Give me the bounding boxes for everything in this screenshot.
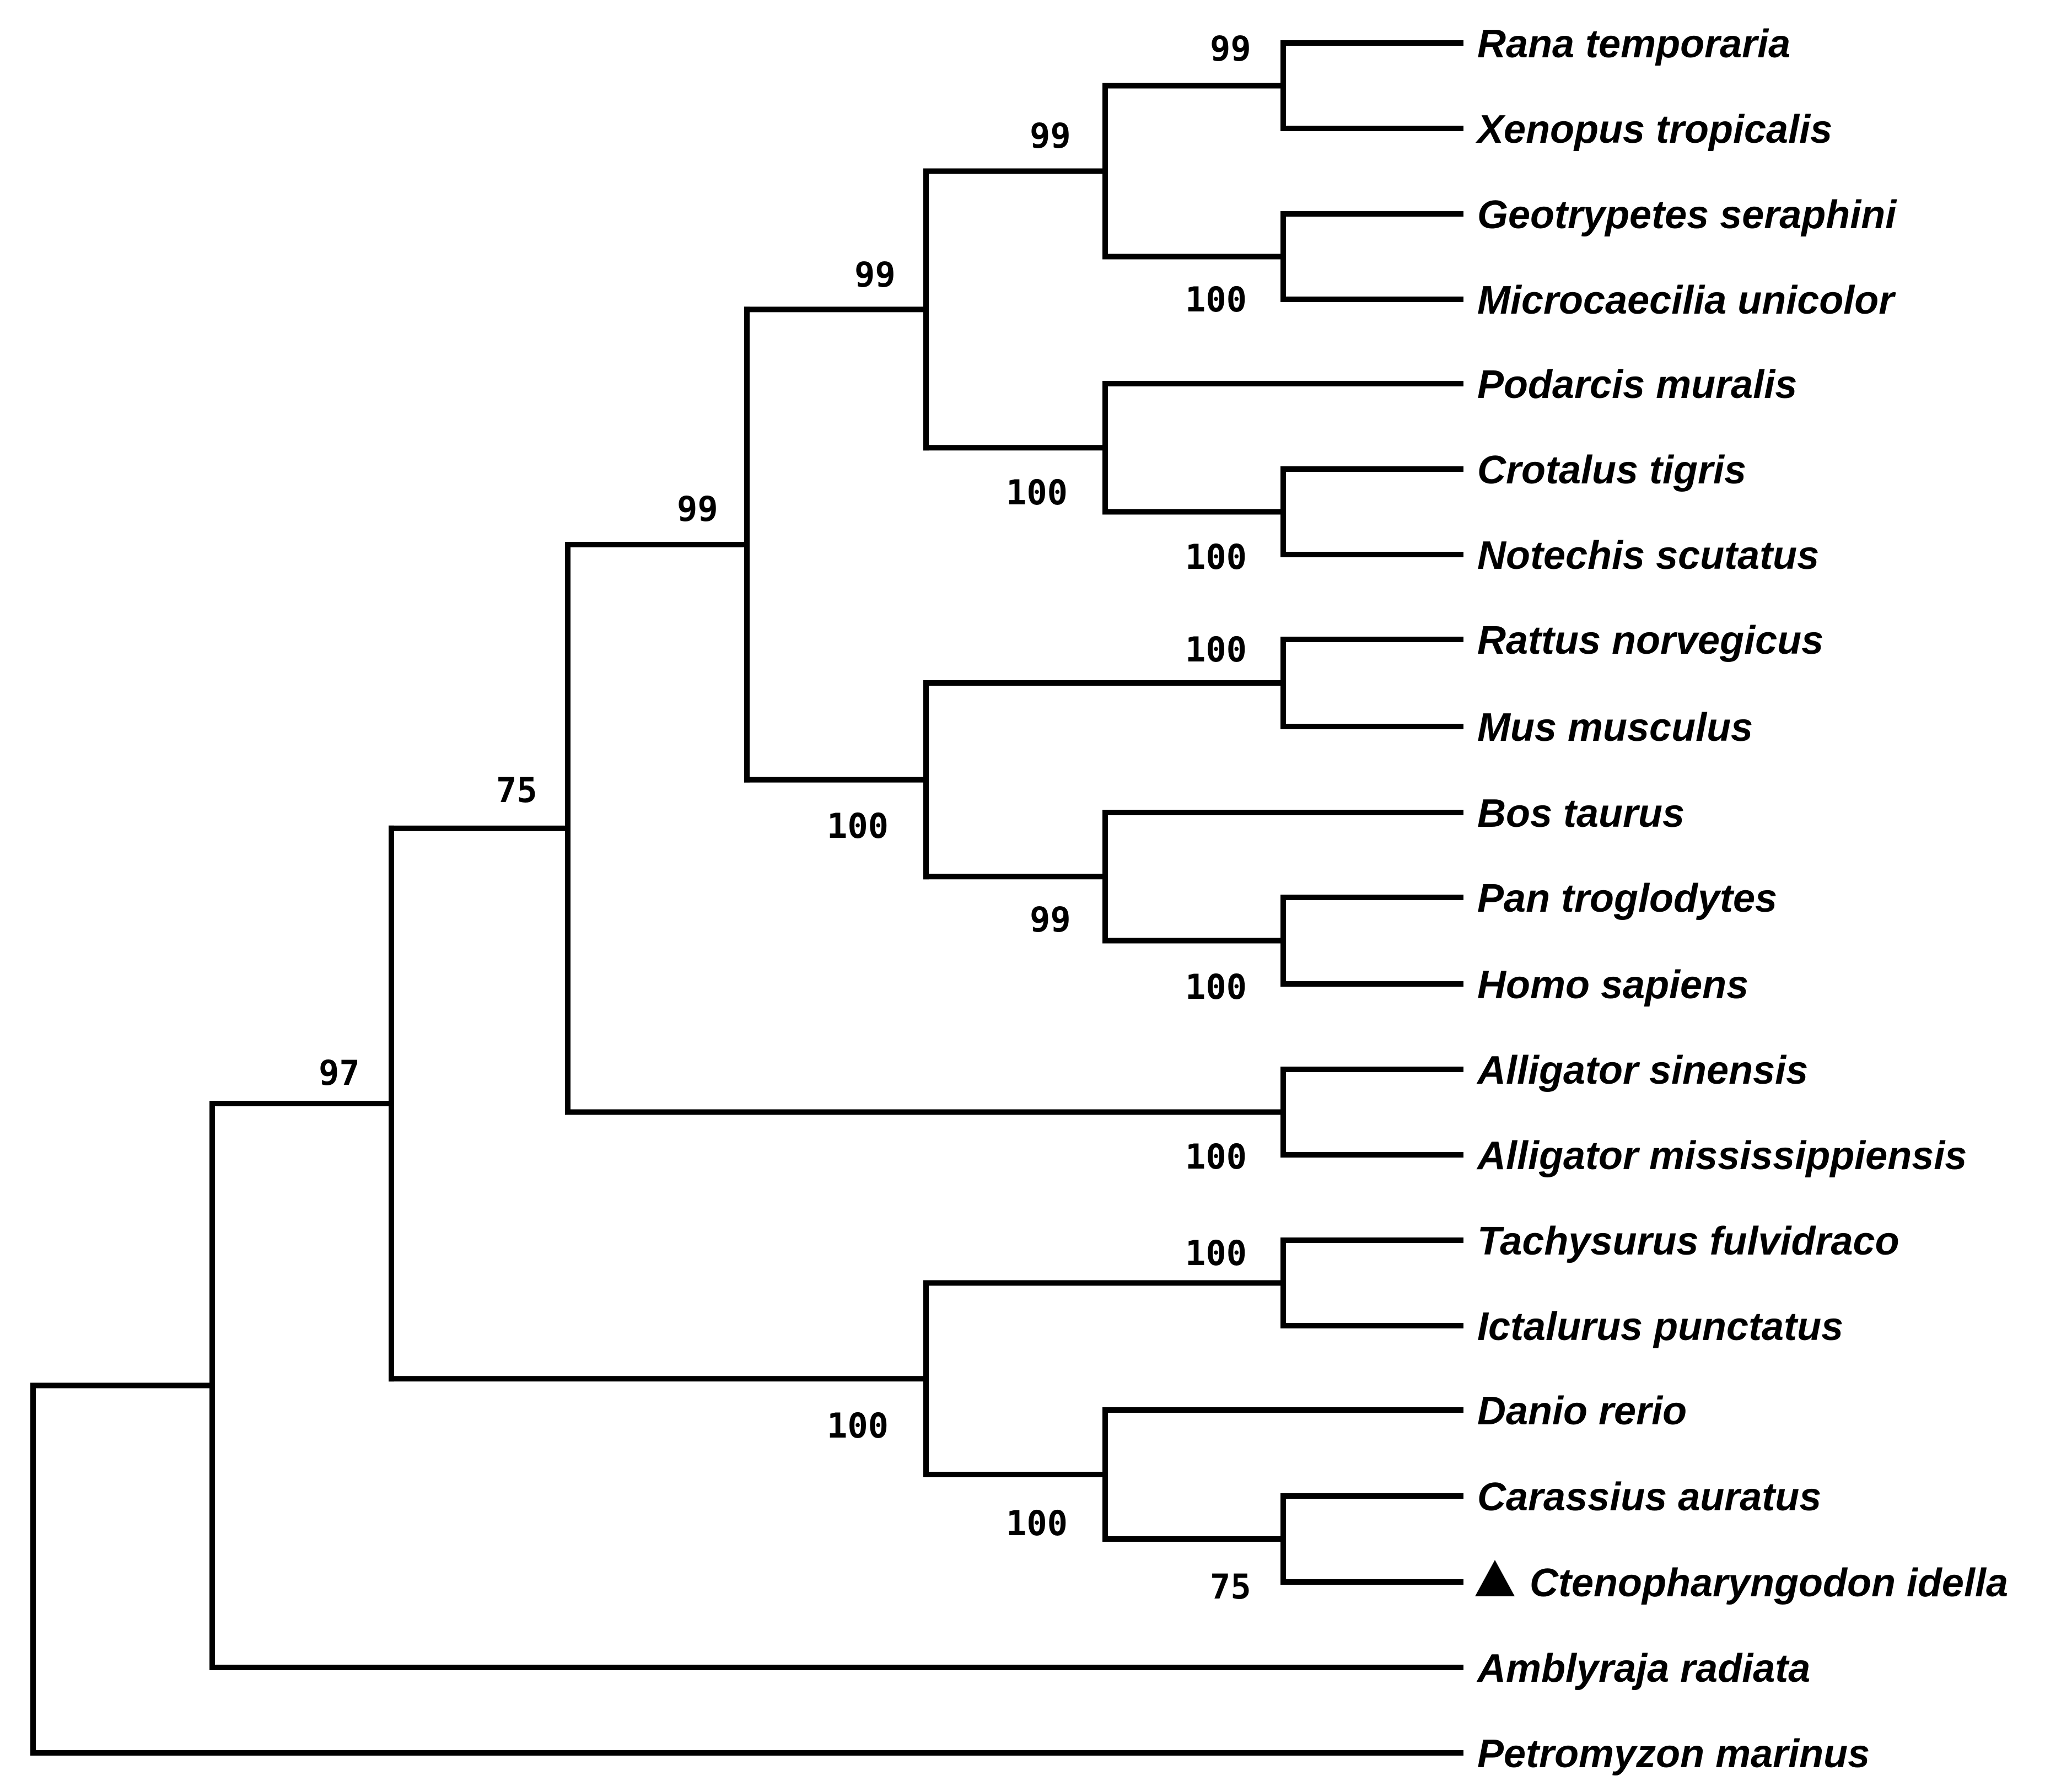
support-teleosts: 100 — [827, 1406, 889, 1446]
taxon-label: Notechis scutatus — [1477, 534, 1819, 578]
support-mammals: 100 — [827, 806, 889, 846]
taxon-label: Alligator mississippiensis — [1476, 1134, 1967, 1178]
support-amphibians-squamates: 99 — [854, 255, 896, 295]
support-alligators: 100 — [1185, 1137, 1247, 1177]
taxon-label: Rattus norvegicus — [1477, 618, 1823, 663]
taxon-label: Pan troglodytes — [1477, 876, 1777, 921]
support-caecilians: 100 — [1185, 279, 1247, 320]
support-tetrapods-core: 99 — [677, 489, 718, 529]
taxon-label: Homo sapiens — [1477, 963, 1748, 1007]
taxon-label: Rana temporaria — [1477, 22, 1790, 66]
taxon-label: Ictalurus punctatus — [1477, 1305, 1843, 1349]
support-cyprinids: 100 — [1006, 1503, 1068, 1543]
support-bos-primates: 99 — [1030, 900, 1071, 940]
support-rana-xenopus: 99 — [1210, 29, 1251, 69]
taxon-label: Danio rerio — [1477, 1389, 1687, 1433]
tree-branches — [30, 40, 1463, 1756]
taxon-label: Crotalus tigris — [1477, 448, 1746, 492]
support-squamates: 100 — [1006, 472, 1068, 513]
taxon-label: Carassius auratus — [1477, 1475, 1821, 1519]
taxon-label: Tachysurus fulvidraco — [1477, 1219, 1899, 1263]
support-frogs-caecilians: 99 — [1030, 116, 1071, 156]
support-catfishes: 100 — [1185, 1233, 1247, 1273]
taxon-label: Xenopus tropicalis — [1475, 107, 1832, 152]
taxon-label: Mus musculus — [1477, 706, 1753, 750]
support-osteichthyes: 97 — [319, 1053, 360, 1093]
support-primates: 100 — [1185, 967, 1247, 1007]
taxon-label: Bos taurus — [1477, 792, 1685, 836]
support-carassius-ctenopharyngodon: 75 — [1210, 1567, 1251, 1607]
taxon-label: Podarcis muralis — [1477, 363, 1797, 407]
taxon-label: Microcaecilia unicolor — [1477, 278, 1896, 322]
support-snakes: 100 — [1185, 537, 1247, 577]
taxon-label: Alligator sinensis — [1476, 1048, 1808, 1093]
taxon-label: Ctenopharyngodon idella — [1530, 1561, 2008, 1605]
taxon-label: Geotrypetes seraphini — [1477, 193, 1897, 237]
support-tetrapods-alligators: 75 — [496, 770, 537, 810]
highlight-triangle-icon — [1475, 1560, 1515, 1596]
support-values: 99 99 100 99 100 100 99 100 100 99 100 7… — [319, 29, 1251, 1607]
taxon-label: Amblyraja radiata — [1476, 1646, 1810, 1691]
support-rodents: 100 — [1185, 629, 1247, 670]
taxon-label: Petromyzon marinus — [1477, 1732, 1870, 1776]
